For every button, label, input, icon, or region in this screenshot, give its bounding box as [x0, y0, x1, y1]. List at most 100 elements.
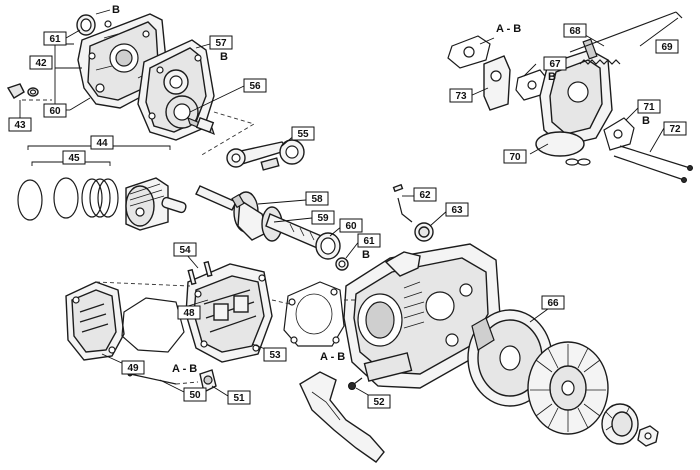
valve-studs: [187, 260, 213, 286]
svg-text:52: 52: [373, 397, 385, 408]
callout-43: 43: [8, 117, 32, 132]
air-deflector: [299, 371, 385, 463]
svg-text:61: 61: [49, 34, 61, 45]
svg-text:60: 60: [49, 106, 61, 117]
svg-text:73: 73: [455, 91, 467, 102]
svg-text:55: 55: [297, 129, 309, 140]
governor-shaft: [392, 183, 413, 223]
svg-text:50: 50: [189, 390, 201, 401]
label-b-carb-gasket: B: [548, 71, 556, 83]
callout-61-right: 61: [357, 233, 381, 248]
svg-text:72: 72: [669, 124, 681, 135]
label-b-top-left: B: [112, 4, 120, 16]
intake-spacer: [483, 55, 511, 111]
callout-60-right: 60: [339, 218, 363, 233]
callout-58: 58: [305, 191, 329, 206]
callout-73: 73: [449, 88, 473, 103]
callout-52: 52: [367, 394, 391, 409]
head-gasket: [283, 281, 345, 347]
callout-57: 57: [209, 35, 233, 50]
svg-text:67: 67: [549, 59, 561, 70]
callout-70: 70: [503, 149, 527, 164]
callout-59: 59: [311, 210, 335, 225]
svg-text:56: 56: [249, 81, 261, 92]
label-b-intake-gasket: B: [642, 115, 650, 127]
callout-72: 72: [663, 121, 687, 136]
callout-63: 63: [445, 202, 469, 217]
oil-seal-right: [315, 232, 349, 271]
svg-text:68: 68: [569, 26, 581, 37]
governor-gear-cover: [137, 39, 215, 141]
label-ab-head: A - B: [172, 363, 197, 375]
air-cleaner-gasket: [603, 117, 635, 151]
callout-49: 49: [121, 360, 145, 375]
dipstick: [6, 83, 39, 99]
callout-54: 54: [173, 242, 197, 257]
svg-text:49: 49: [127, 363, 139, 374]
callout-45: 45: [62, 150, 86, 165]
valve-cover-gasket: [121, 297, 185, 353]
governor-gear: [414, 222, 434, 242]
svg-text:70: 70: [509, 152, 521, 163]
svg-text:71: 71: [643, 102, 655, 113]
callout-42: 42: [29, 55, 53, 70]
svg-text:66: 66: [547, 298, 559, 309]
svg-text:53: 53: [269, 350, 281, 361]
svg-text:54: 54: [179, 245, 191, 256]
starter-cup: [601, 403, 639, 445]
svg-text:61: 61: [363, 236, 375, 247]
crankshaft: [195, 185, 327, 251]
callout-71: 71: [637, 99, 661, 114]
svg-text:42: 42: [35, 58, 47, 69]
engine-block: [343, 243, 501, 389]
piston: [125, 177, 169, 231]
svg-text:48: 48: [183, 308, 195, 319]
callout-50: 50: [183, 387, 207, 402]
callout-44: 44: [90, 135, 114, 150]
piston-rings: [17, 177, 119, 221]
cooling-fan: [527, 341, 609, 435]
label-b-gear-cover: B: [220, 51, 228, 63]
leader-lines: [19, 9, 679, 397]
callout-62: 62: [413, 187, 437, 202]
oil-seal-top: [76, 14, 96, 36]
deflector-bolt: [348, 377, 363, 390]
callout-66: 66: [541, 295, 565, 310]
svg-text:51: 51: [233, 393, 245, 404]
callout-68: 68: [563, 23, 587, 38]
callout-61-top: 61: [43, 31, 67, 46]
assembly-lines: [22, 99, 356, 385]
connecting-rod: [226, 139, 305, 171]
svg-text:59: 59: [317, 213, 329, 224]
label-ab-deflector: A - B: [320, 351, 345, 363]
crankcase-cover: [77, 13, 167, 109]
callout-69: 69: [655, 39, 679, 54]
callout-51: 51: [227, 390, 251, 405]
svg-text:57: 57: [215, 38, 227, 49]
svg-text:69: 69: [661, 42, 673, 53]
cylinder-head: [185, 263, 273, 363]
svg-text:62: 62: [419, 190, 431, 201]
label-b-seal-right: B: [362, 249, 370, 261]
valve-cover: [65, 281, 125, 361]
svg-text:60: 60: [345, 221, 357, 232]
label-ab-top-right: A - B: [496, 23, 521, 35]
carburetor: [535, 38, 613, 166]
svg-text:43: 43: [14, 120, 26, 131]
callout-48: 48: [177, 305, 201, 320]
callout-67: 67: [543, 56, 567, 71]
callout-53: 53: [263, 347, 287, 362]
throttle-link: [569, 11, 683, 53]
callout-56: 56: [243, 78, 267, 93]
flywheel-nut: [637, 425, 659, 447]
callout-55: 55: [291, 126, 315, 141]
intake-gasket: [447, 35, 491, 69]
callout-60-top: 60: [43, 103, 67, 118]
carb-studs: [613, 145, 693, 183]
svg-text:63: 63: [451, 205, 463, 216]
governor-spring: [579, 59, 621, 65]
svg-text:44: 44: [96, 138, 108, 149]
svg-text:58: 58: [311, 194, 323, 205]
piston-pin: [161, 196, 187, 214]
